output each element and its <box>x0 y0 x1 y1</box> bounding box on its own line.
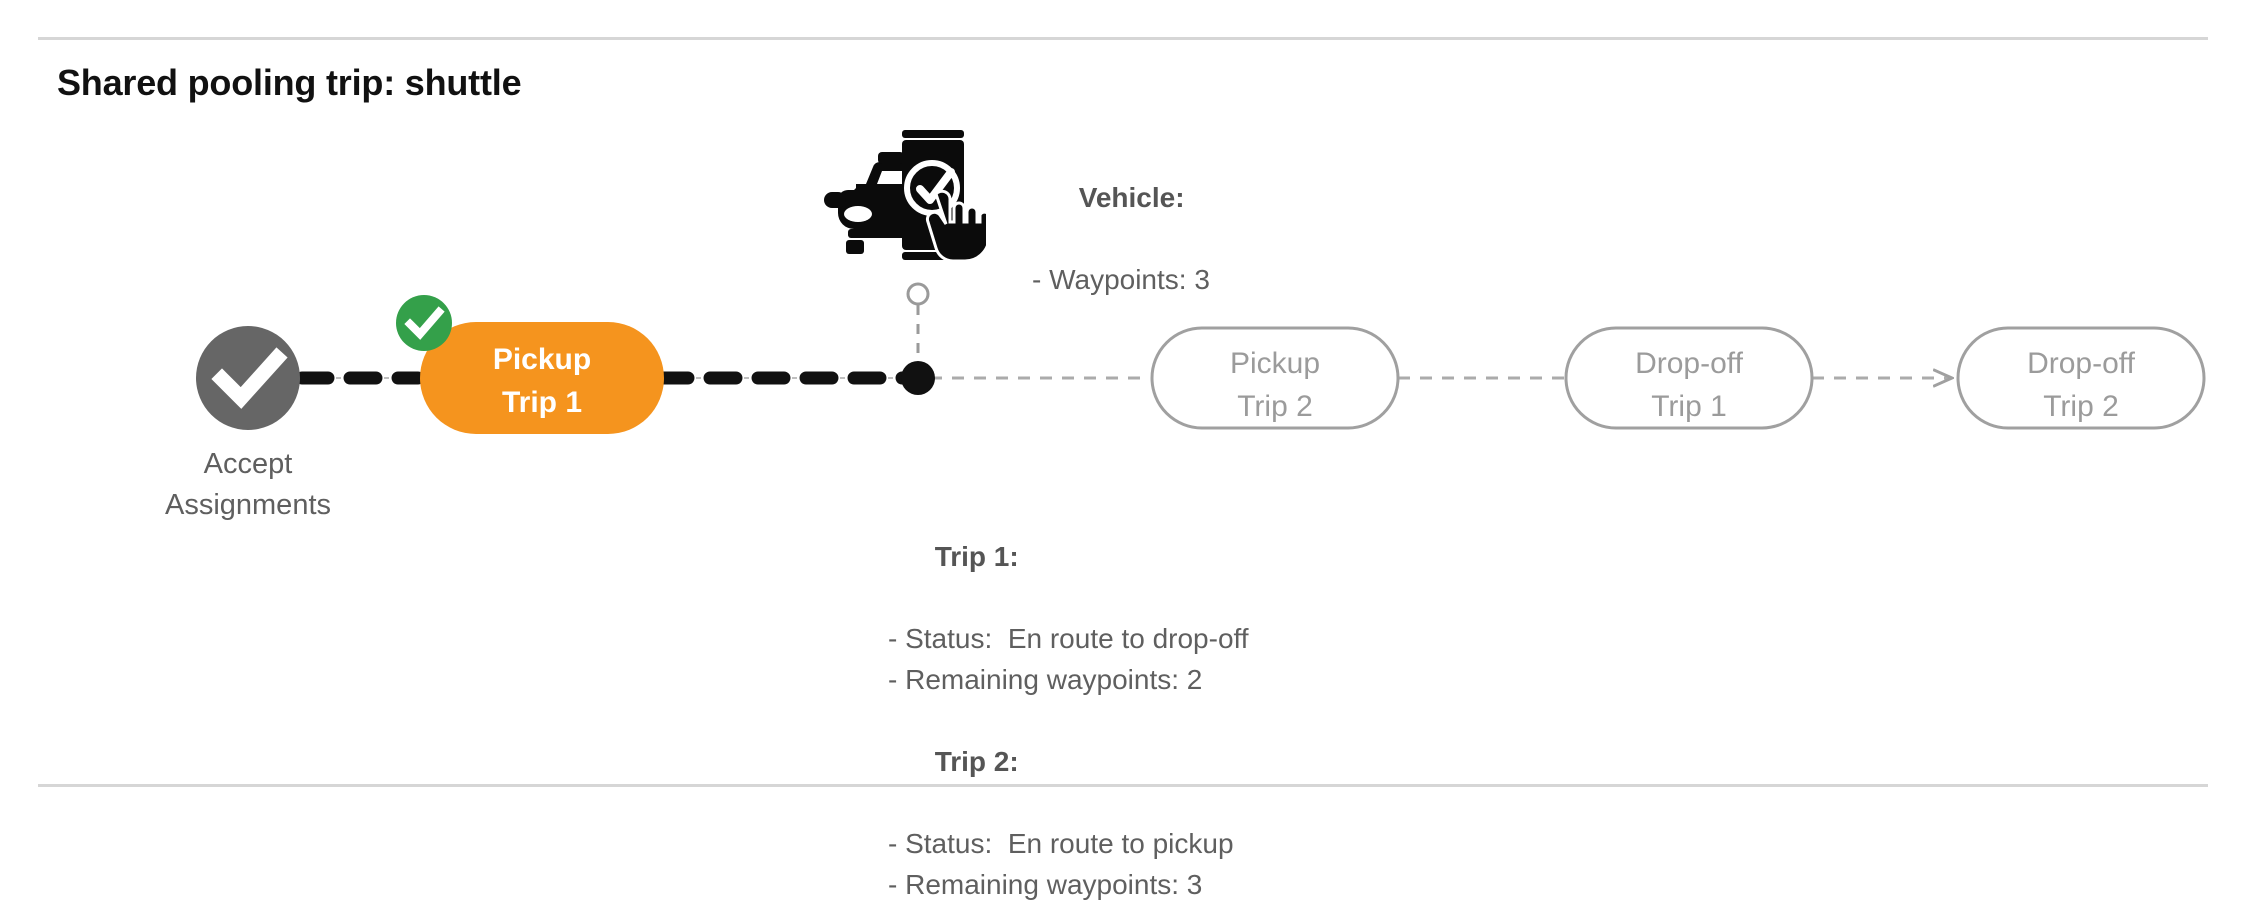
node-pickup-trip-1-shape <box>420 322 664 434</box>
trip-2-heading-text: Trip 2 <box>934 746 1010 777</box>
node-drop-off-trip-2[interactable] <box>1956 326 2206 430</box>
trip-2-heading-colon: : <box>1009 746 1019 777</box>
check-circle-icon <box>211 347 288 409</box>
vehicle-info-block: Vehicle: - Waypoints: 3 <box>1032 136 1210 300</box>
trip-1-heading-text: Trip 1 <box>934 541 1010 572</box>
vehicle-info-heading-colon: : <box>1175 182 1185 213</box>
trip-1-heading: Trip 1: <box>888 495 1249 618</box>
trip-info-block: Trip 1: - Status: En route to drop-off -… <box>888 495 1249 905</box>
trip-2-heading: Trip 2: <box>888 700 1249 823</box>
trip-2-status: - Status: En route to pickup <box>888 828 1234 859</box>
diagram-canvas: Shared pooling trip: shuttle <box>38 37 2208 900</box>
bottom-divider <box>38 784 2208 787</box>
timeline-graph <box>196 282 2206 434</box>
check-badge-glyph <box>404 306 445 340</box>
node-pickup-trip-1[interactable] <box>396 295 664 434</box>
check-badge-icon <box>396 295 452 351</box>
node-drop-off-trip-1[interactable] <box>1564 326 1814 430</box>
trip-1-remaining-waypoints: - Remaining waypoints: 2 <box>888 664 1203 695</box>
top-divider <box>38 37 2208 40</box>
trip-1-heading-colon: : <box>1009 541 1019 572</box>
start-node[interactable] <box>196 326 300 430</box>
vehicle-position-dot[interactable] <box>901 361 935 395</box>
page-title: Shared pooling trip: shuttle <box>57 62 522 103</box>
vehicle-info-waypoints: - Waypoints: 3 <box>1032 264 1210 295</box>
vehicle-info-heading-text: Vehicle <box>1078 182 1176 213</box>
start-node-circle <box>196 326 300 430</box>
node-pickup-trip-2[interactable] <box>1150 326 1400 430</box>
vehicle-with-phone-check-icon <box>818 122 991 270</box>
trip-2-remaining-waypoints: - Remaining waypoints: 3 <box>888 869 1203 900</box>
vehicle-connector-node <box>906 282 930 306</box>
vehicle-info-heading: Vehicle: <box>1032 136 1210 259</box>
start-node-caption: Accept Assignments <box>164 448 331 521</box>
trip-1-status: - Status: En route to drop-off <box>888 623 1249 654</box>
